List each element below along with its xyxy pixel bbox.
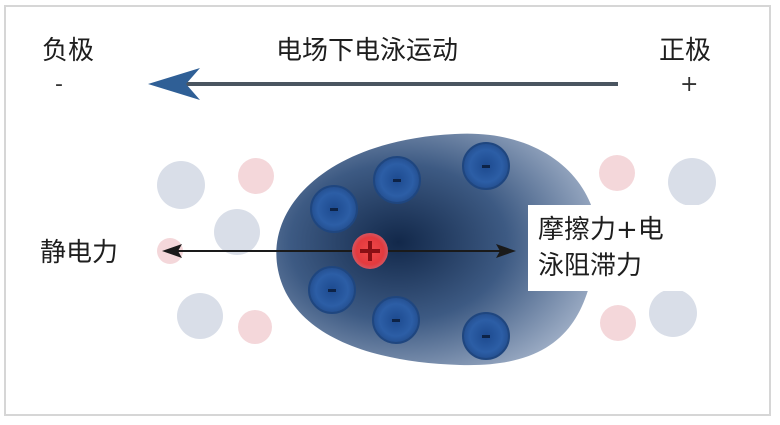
negative-ion <box>372 296 420 344</box>
negative-ion <box>373 156 421 204</box>
static-force-label: 静电力 <box>40 238 119 268</box>
drag-force-label-box: 摩擦力+电 泳阻滞力 <box>528 205 698 291</box>
drag-force-label-line2: 泳阻滞力 <box>538 251 643 281</box>
faded-ions-right <box>599 155 716 341</box>
negative-ion <box>310 185 358 233</box>
positive-pole-label: 正极 <box>659 36 712 66</box>
faded-ions-left <box>157 158 274 344</box>
positive-pole-sign: + <box>680 72 699 97</box>
negative-pole-sign: - <box>55 72 63 97</box>
negative-ion <box>308 266 356 314</box>
static-force-arrow <box>162 244 370 258</box>
negative-ion <box>462 312 510 360</box>
charged-particle <box>352 233 388 269</box>
migration-arrow <box>148 68 618 100</box>
drag-force-arrow <box>370 244 516 258</box>
negative-pole-label: 负极 <box>42 36 95 66</box>
diagram-title: 电场下电泳运动 <box>276 36 459 66</box>
counter-ions <box>308 142 510 360</box>
drag-force-label-line1: 摩擦力+电 <box>538 215 664 245</box>
ion-cloud <box>276 133 598 366</box>
negative-ion <box>462 142 510 190</box>
